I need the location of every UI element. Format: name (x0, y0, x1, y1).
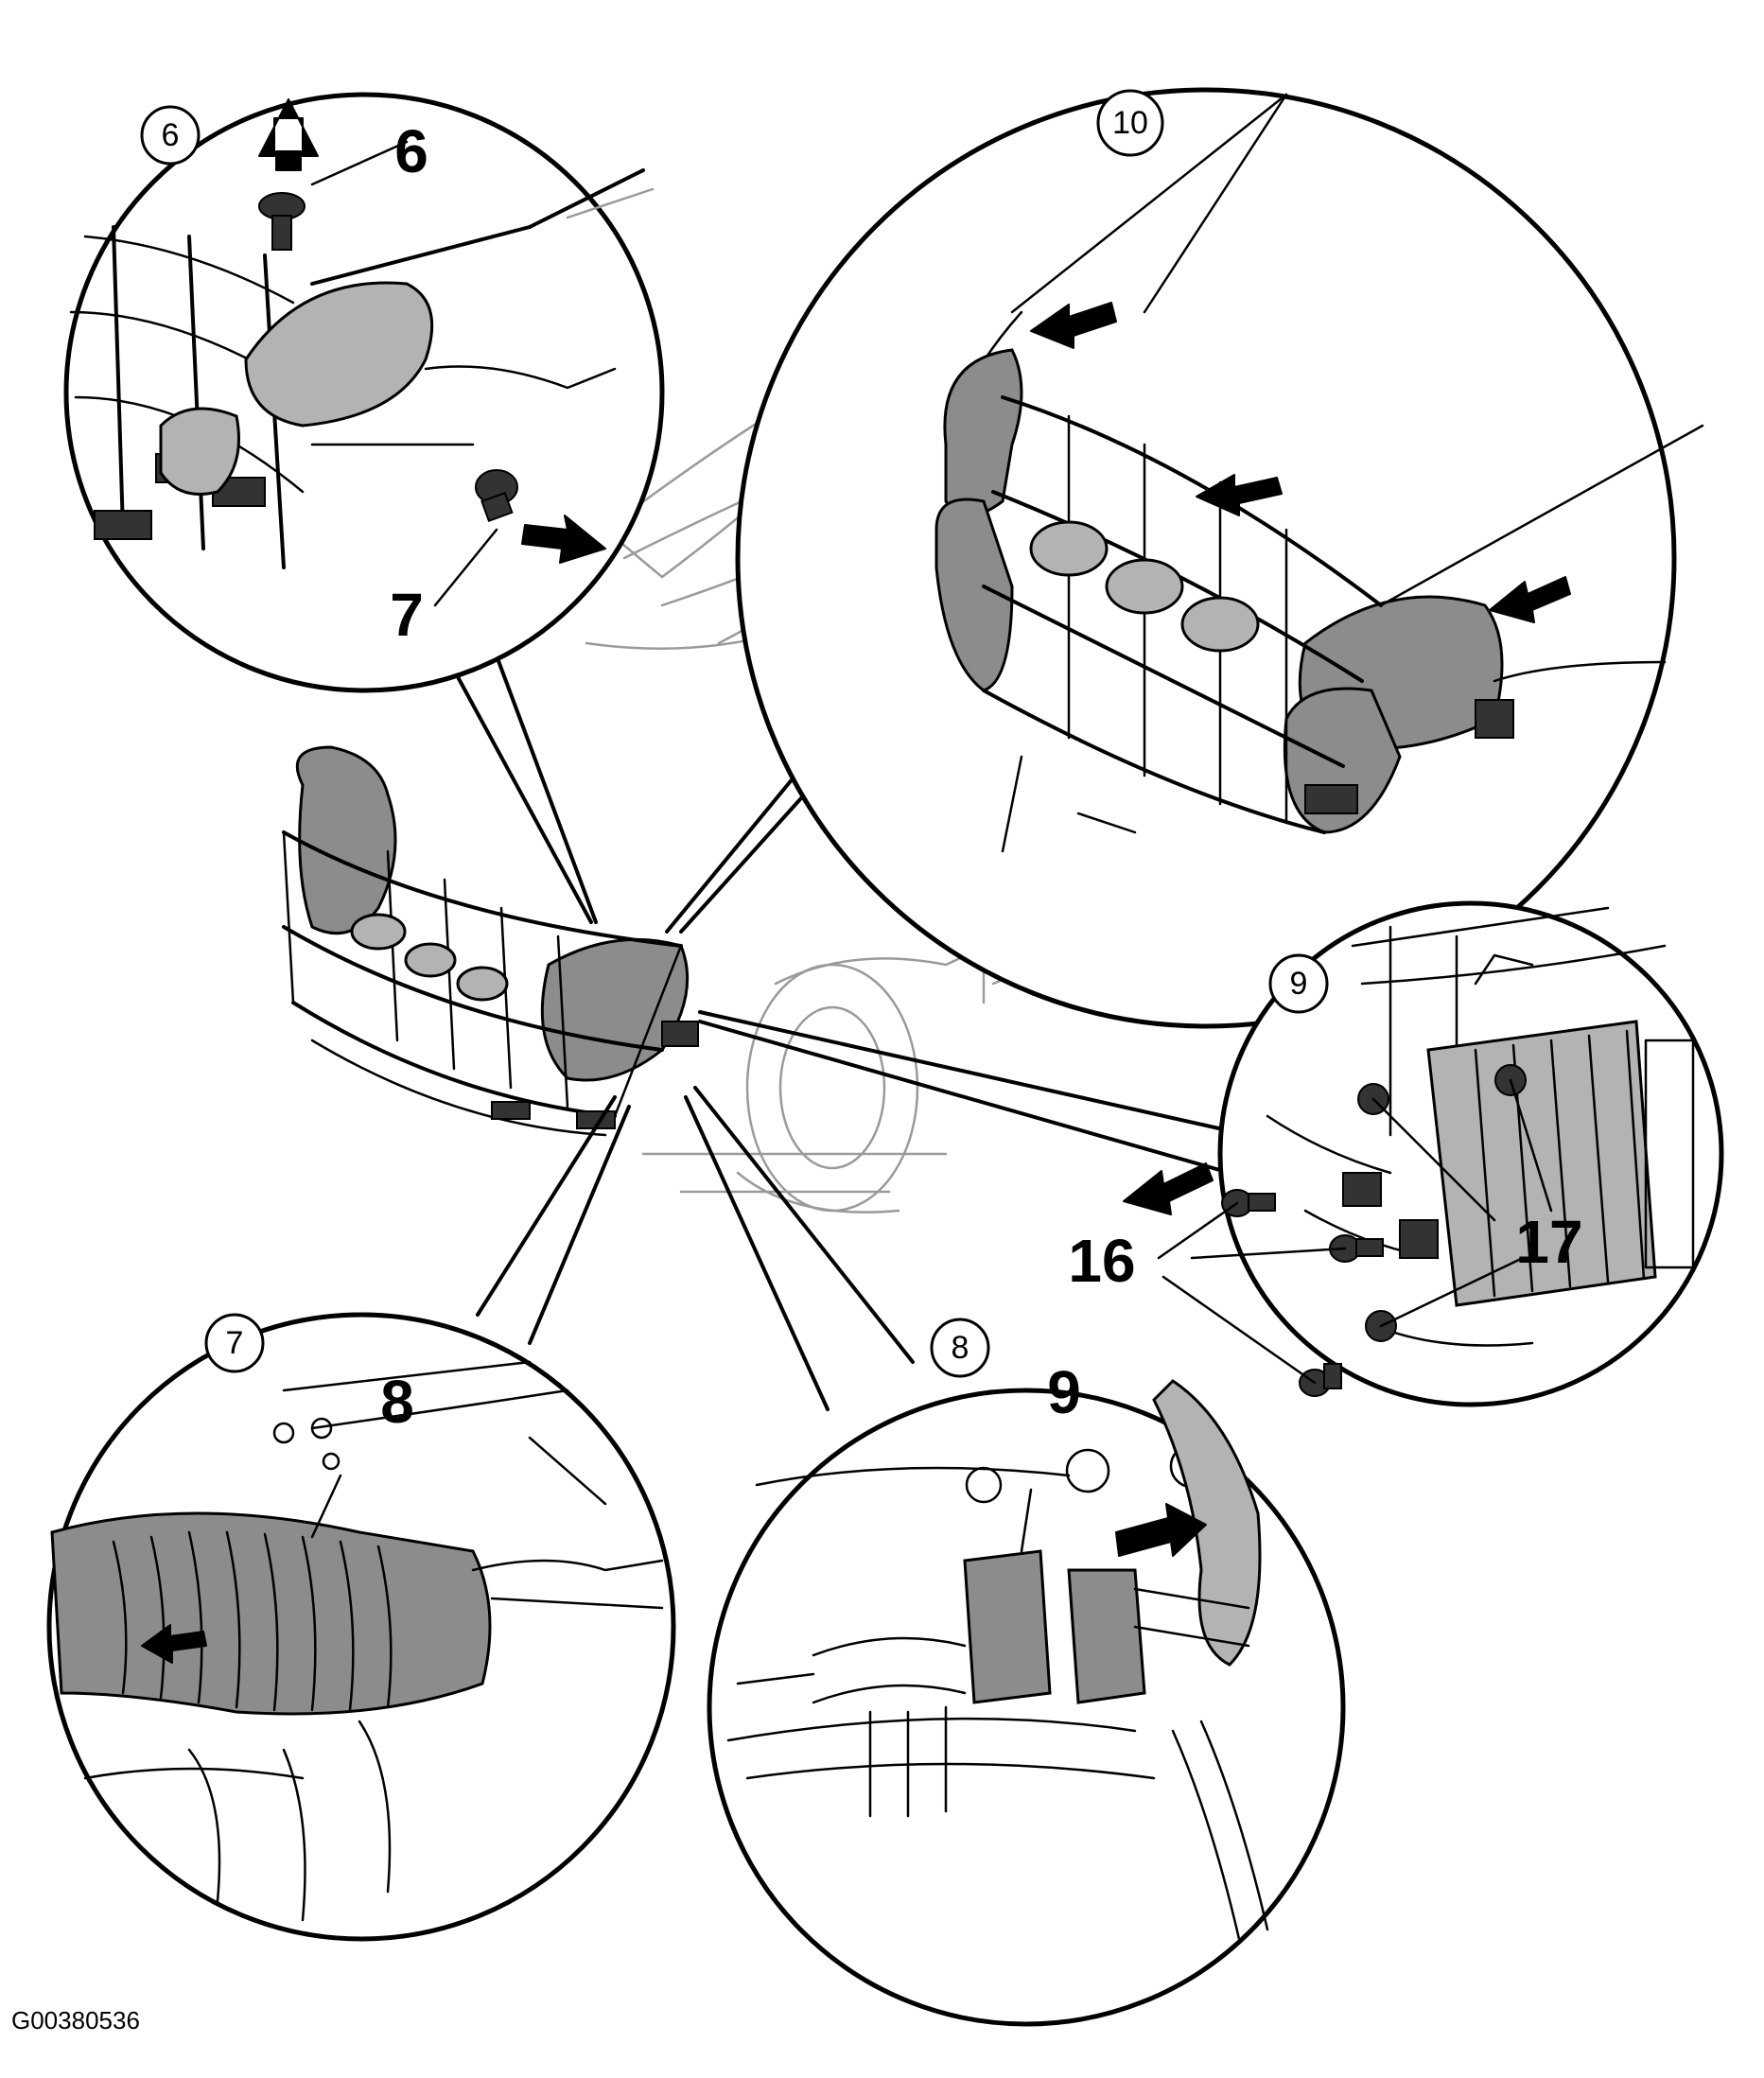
part-number-6: 6 (394, 117, 428, 185)
leader-lines (443, 641, 1250, 1411)
callout-detail-d: 7 (204, 1313, 265, 1373)
arrow-left-icon (1123, 1162, 1214, 1215)
svg-text:8: 8 (952, 1330, 969, 1366)
bolt-6-icon (258, 192, 306, 251)
bolt-7-icon (475, 469, 518, 523)
leader-6 (310, 140, 409, 186)
part-number-16: 16 (1068, 1227, 1135, 1295)
detail-b-circle (735, 87, 1704, 1029)
detail-a-circle (63, 92, 665, 693)
detail-c-circle (1217, 900, 1724, 1407)
part-number-17: 17 (1515, 1208, 1582, 1276)
callout-detail-c: 9 (1268, 953, 1329, 1014)
leader-7 (433, 528, 498, 607)
arrow-left-hose-icon (141, 1624, 207, 1664)
callout-detail-a: 6 (140, 105, 201, 166)
svg-text:6: 6 (162, 117, 180, 153)
leader-8 (310, 1474, 342, 1539)
svg-text:7: 7 (226, 1325, 244, 1361)
callout-detail-b: 10 (1096, 89, 1164, 157)
arrow-up-icon (258, 98, 319, 171)
leader-9 (1020, 1488, 1033, 1553)
part-number-9: 9 (1047, 1358, 1081, 1426)
arrows-detail-b (1030, 302, 1571, 623)
arrow-right-connector-icon (1115, 1503, 1207, 1557)
leaders-detail-c (1157, 1078, 1553, 1385)
detail-e-circle (707, 1379, 1346, 2027)
detail-d-circle (46, 1312, 676, 1942)
svg-text:10: 10 (1112, 105, 1148, 141)
callout-detail-e: 8 (930, 1318, 990, 1378)
figure-id-label: G00380536 (11, 2006, 140, 2034)
svg-text:9: 9 (1290, 966, 1308, 1002)
front-assembly-main (282, 745, 699, 1137)
part-number-8: 8 (380, 1368, 414, 1436)
arrow-right-down-icon (521, 515, 606, 564)
part-number-7: 7 (390, 581, 424, 649)
